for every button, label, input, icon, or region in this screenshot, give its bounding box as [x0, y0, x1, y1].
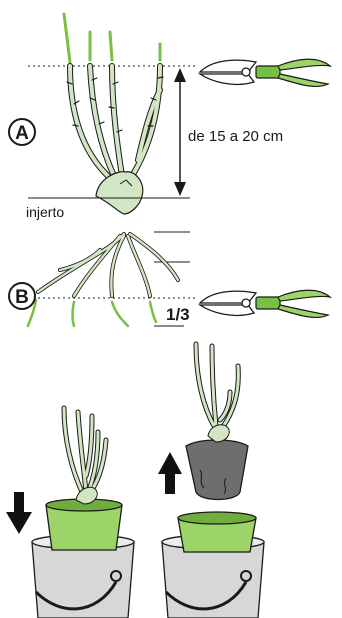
right-bucket-scene — [158, 344, 264, 618]
section-b: B 1/3 — [9, 232, 330, 326]
arrow-up-icon — [158, 452, 182, 494]
arrow-down-icon — [6, 492, 32, 534]
height-range-label: de 15 a 20 cm — [188, 128, 283, 145]
roots-b — [38, 234, 178, 296]
step-a-label: A — [15, 123, 29, 144]
left-bucket-scene — [6, 408, 134, 618]
step-a-badge: A — [9, 119, 35, 145]
pruning-shears-icon — [200, 290, 330, 317]
cut-root-tips — [28, 300, 156, 326]
left-green-pot — [46, 499, 122, 550]
height-dimension — [174, 68, 186, 196]
graft-label: injerto — [26, 204, 64, 220]
step-b-label: B — [15, 287, 29, 308]
pruning-shears-icon — [200, 59, 330, 86]
root-ball — [186, 440, 248, 500]
rose-stems-a — [67, 66, 163, 178]
right-green-pot — [178, 512, 256, 552]
step-b-badge: B — [9, 283, 35, 309]
cut-stem-tips — [64, 14, 160, 62]
left-plant — [64, 408, 106, 504]
fraction-label: 1/3 — [166, 305, 190, 324]
right-plant — [196, 344, 238, 442]
graft-union-a — [96, 172, 143, 214]
section-a: A de 15 a 20 cm injerto — [9, 14, 330, 220]
